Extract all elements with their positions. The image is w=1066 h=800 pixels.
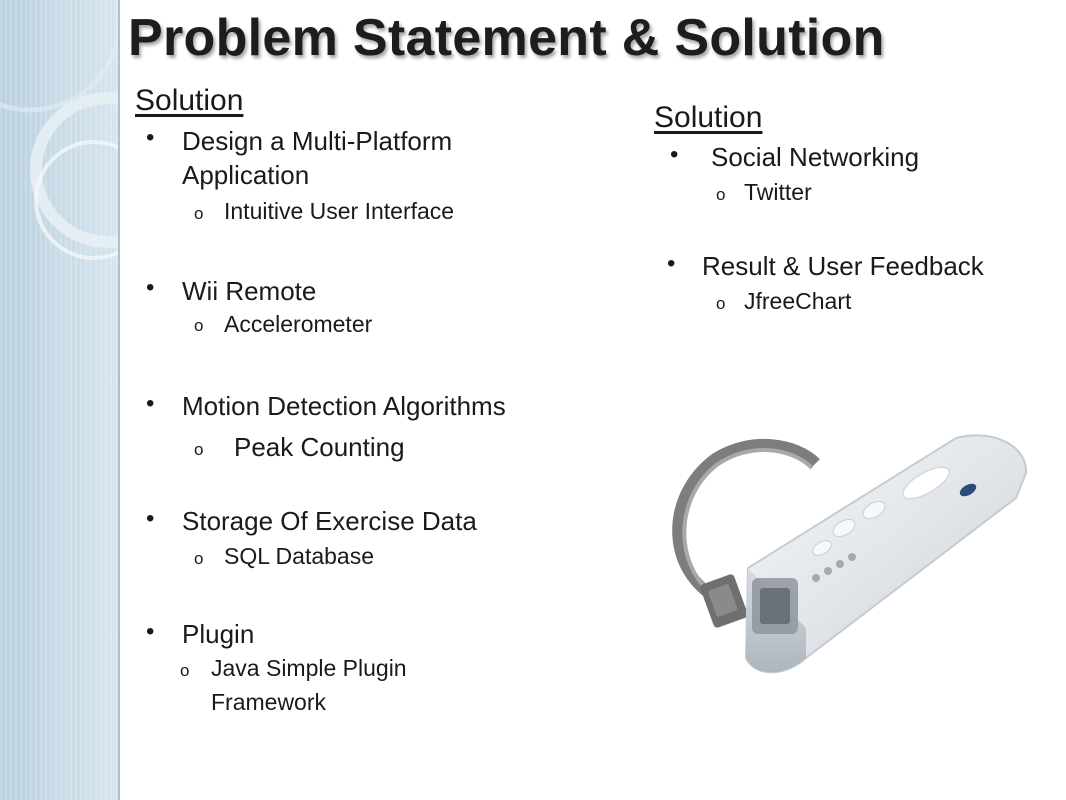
list-item-text: Application xyxy=(182,160,310,190)
sub-item-text: Intuitive User Interface xyxy=(224,198,455,224)
list-item-text: Motion Detection Algorithms xyxy=(182,391,506,421)
sub-bullet-icon: o xyxy=(194,204,204,223)
wii-remote-image xyxy=(672,434,1028,674)
left-solution-heading: Solution xyxy=(135,84,244,117)
list-item-text: Result & User Feedback xyxy=(702,251,984,281)
sub-bullet-icon: o xyxy=(180,661,190,680)
list-item-text: Design a Multi-Platform xyxy=(182,126,453,156)
bullet-dot: • xyxy=(670,141,679,168)
sub-item-text: JfreeChart xyxy=(744,288,852,314)
sub-item-text: Twitter xyxy=(744,179,812,205)
bullet-dot: • xyxy=(146,505,155,532)
bullet-dot: • xyxy=(146,124,155,151)
sub-bullet-icon: o xyxy=(194,440,204,459)
sub-item-text: Java Simple Plugin xyxy=(211,655,407,681)
list-item-text: Social Networking xyxy=(711,142,920,172)
sub-item-text: Framework xyxy=(211,689,327,715)
decorative-side-strip xyxy=(0,0,120,800)
slide-title: Problem Statement & Solution xyxy=(128,9,885,67)
bullet-dot: • xyxy=(146,390,155,417)
sub-bullet-icon: o xyxy=(716,185,726,204)
sub-item-text: Accelerometer xyxy=(224,311,373,337)
bullet-dot: • xyxy=(146,618,155,645)
list-item-text: Plugin xyxy=(182,619,255,649)
bullet-dot: • xyxy=(146,274,155,301)
sub-bullet-icon: o xyxy=(194,549,204,568)
list-item-text: Wii Remote xyxy=(182,276,317,306)
sub-item-text: Peak Counting xyxy=(234,432,405,462)
sub-bullet-icon: o xyxy=(716,294,726,313)
sub-item-text: SQL Database xyxy=(224,543,375,569)
list-item-text: Storage Of Exercise Data xyxy=(182,506,477,536)
sub-bullet-icon: o xyxy=(194,316,204,335)
bullet-dot: • xyxy=(667,250,676,277)
decorative-rings xyxy=(0,0,118,260)
right-solution-heading: Solution xyxy=(654,101,763,134)
